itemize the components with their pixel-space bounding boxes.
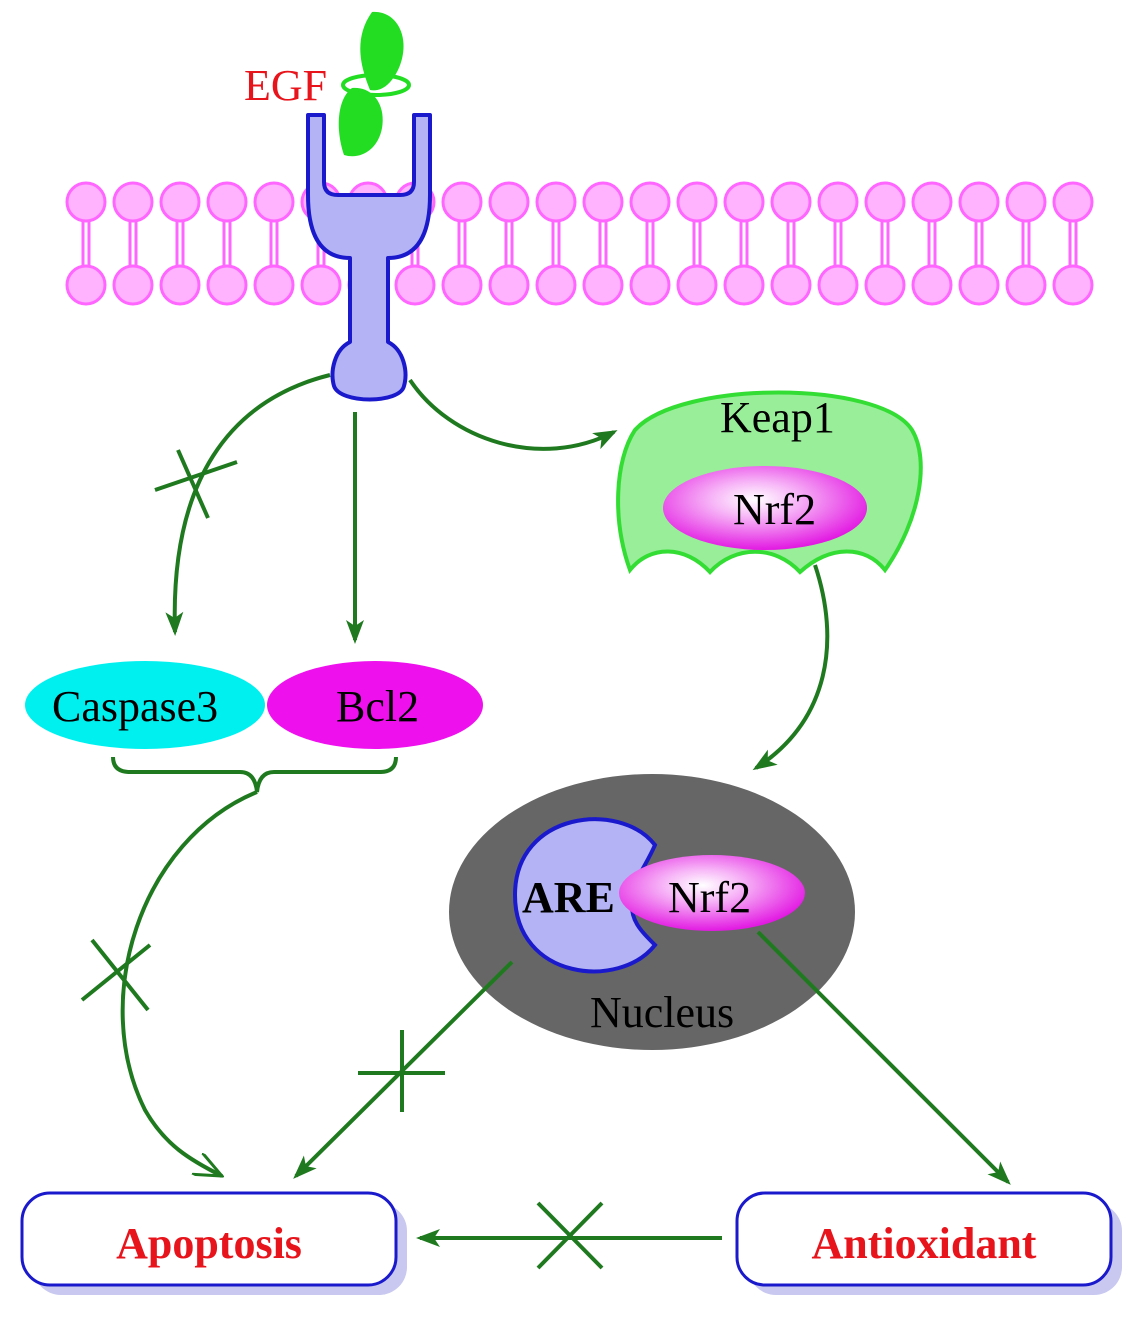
arrow-nrf2-to-antioxidant [756,930,1011,1185]
phospholipid [1005,181,1047,306]
bcl2-label: Bcl2 [336,682,419,731]
phospholipid [488,181,530,306]
egf-label: EGF [244,61,327,110]
nucleus-label: Nucleus [590,988,734,1037]
phospholipid [582,181,624,306]
arrow-brace-to-apoptosis [120,790,258,1178]
phospholipid [723,181,765,306]
phospholipid [958,181,1000,306]
inhibition-mark-are [358,1030,445,1112]
nrf2-cytoplasm-label: Nrf2 [733,485,816,534]
are-label: ARE [522,873,615,922]
nrf2-cytoplasm-shape [663,466,867,550]
nrf2-nucleus-shape [619,855,805,931]
bcl2-shape [267,661,483,749]
caspase3-shape [25,661,265,749]
phospholipid [159,181,201,306]
arrow-keap1-to-nucleus [752,564,830,771]
phospholipid [864,181,906,306]
phospholipid [911,181,953,306]
phospholipid [65,181,107,306]
antioxidant-box: Antioxidant [735,1191,1122,1295]
keap1-label: Keap1 [720,393,835,442]
cell-membrane [65,181,1094,306]
phospholipid [535,181,577,306]
phospholipid [676,181,718,306]
inhibition-mark-antioxidant [536,1201,604,1270]
phospholipid [441,181,483,306]
arrow-receptor-to-caspase3 [165,373,331,636]
nrf2-nucleus-label: Nrf2 [668,873,751,922]
phospholipid [770,181,812,306]
phospholipid [253,181,295,306]
inhibition-mark-brace [80,938,152,1012]
grouping-brace [111,756,398,793]
egf-receptor [306,113,432,402]
caspase3-label: Caspase3 [52,682,218,731]
arrow-receptor-to-keap1 [408,378,618,451]
phospholipid [629,181,671,306]
phospholipid [1052,181,1094,306]
apoptosis-box: Apoptosis [20,1191,407,1295]
phospholipid [206,181,248,306]
egf-ligand [338,11,411,157]
phospholipid [817,181,859,306]
phospholipid [112,181,154,306]
inhibition-mark-caspase3 [154,449,238,519]
antioxidant-label: Antioxidant [812,1219,1037,1268]
apoptosis-label: Apoptosis [116,1219,302,1268]
